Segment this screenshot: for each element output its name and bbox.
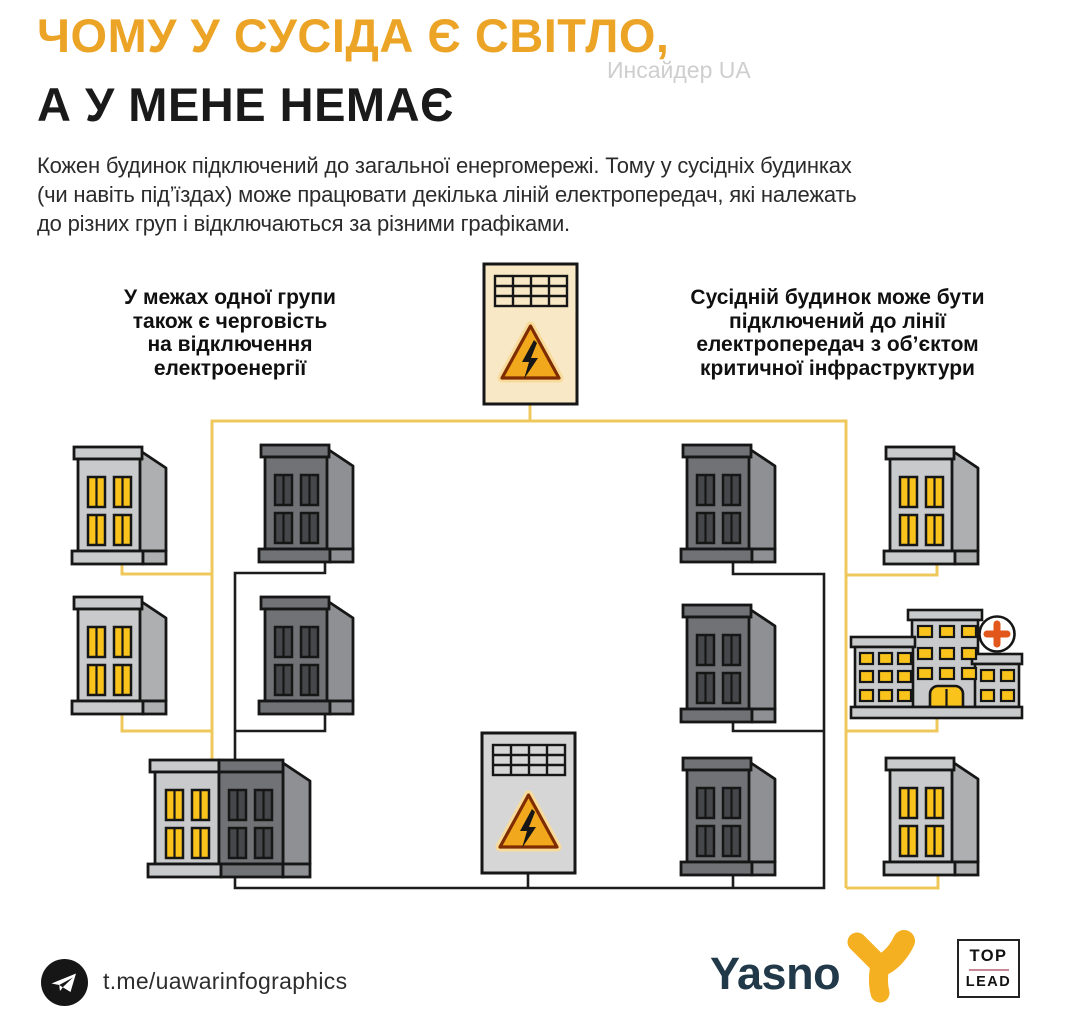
- yasno-logo-icon: [847, 930, 915, 1003]
- hospital-icon: [849, 608, 1024, 720]
- callout-line: електроенергії: [153, 356, 307, 380]
- callout-queue-within-group: У межах одної групи також є черговість н…: [55, 286, 405, 380]
- power-grid-diagram: [0, 252, 1024, 890]
- yasno-logo-text: Yasno: [710, 948, 841, 999]
- telegram-handle-link[interactable]: t.me/uawarinfographics: [103, 968, 348, 994]
- intro-line: Кожен будинок підключений до загальної е…: [37, 153, 852, 178]
- page-title-line1: ЧОМУ У СУСІДА Є СВІТЛО,: [37, 9, 670, 62]
- callout-line: електропередач з об’єктом: [696, 333, 979, 356]
- callout-line: на відключення: [147, 333, 313, 356]
- callout-line: також є черговість: [132, 309, 328, 333]
- toplead-top-label: TOP: [969, 947, 1008, 966]
- transformer-main-icon: [484, 264, 577, 404]
- telegram-icon[interactable]: [41, 959, 88, 1006]
- watermark-text: Инсайдер UA: [607, 57, 751, 83]
- callout-line: критичної інфраструктури: [700, 356, 975, 380]
- building-mixed-icon: [146, 758, 312, 879]
- intro-paragraph: Кожен будинок підключений до загальної е…: [37, 151, 857, 238]
- page-title-line2: А У МЕНЕ НЕМАЄ: [37, 78, 454, 131]
- toplead-divider: [968, 969, 1009, 971]
- powerline-yellow: [120, 404, 940, 890]
- intro-line: до різних груп і відключаються за різним…: [37, 211, 570, 236]
- callout-line: підключений до лінії: [729, 309, 946, 333]
- toplead-logo: TOP LEAD: [957, 939, 1020, 998]
- red-cross-icon: [978, 615, 1016, 653]
- transformer-street-icon: [482, 733, 575, 873]
- callout-line: У межах одної групи: [124, 286, 336, 309]
- intro-line: (чи навіть під’їздах) може працювати дек…: [37, 182, 857, 207]
- callout-line: Сусідній будинок може бути: [690, 286, 985, 309]
- callout-critical-infrastructure: Сусідній будинок може бути підключений д…: [635, 286, 1040, 380]
- toplead-lead-label: LEAD: [965, 973, 1012, 990]
